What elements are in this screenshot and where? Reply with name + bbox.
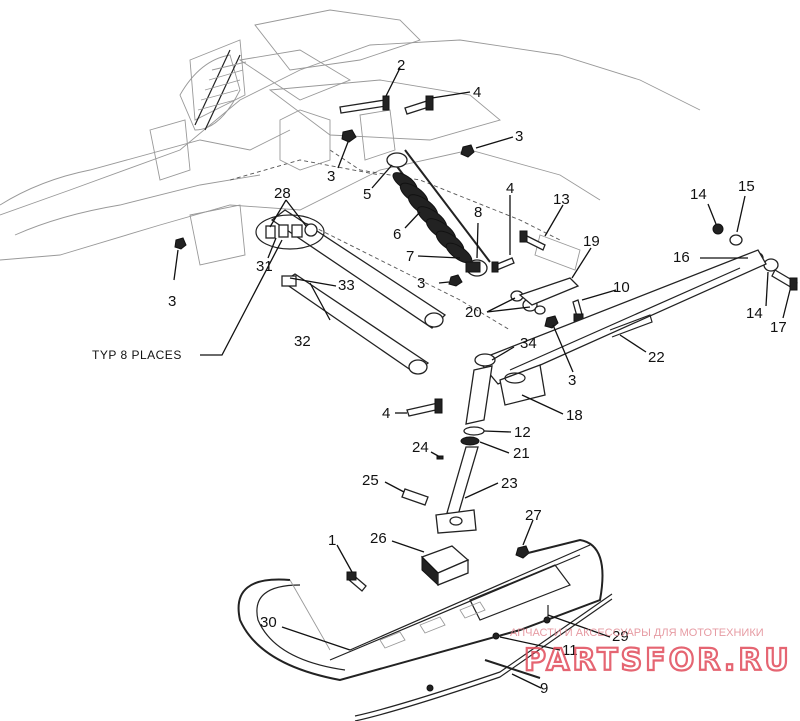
callout-32: 32 <box>294 333 311 350</box>
callout-18: 18 <box>566 407 583 424</box>
callout-3: 3 <box>515 128 523 145</box>
callout-4: 4 <box>473 84 481 101</box>
callout-31: 31 <box>256 258 273 275</box>
torque-arm-upper <box>270 209 447 329</box>
callout-7: 7 <box>406 248 414 265</box>
rear-shock <box>194 49 247 131</box>
hardware <box>174 95 798 592</box>
callout-22: 22 <box>648 349 665 366</box>
callout-23: 23 <box>501 475 518 492</box>
callout-1: 1 <box>328 532 336 549</box>
callout-30: 30 <box>260 614 277 631</box>
callout-34: 34 <box>520 335 537 352</box>
callout-26: 26 <box>370 530 387 547</box>
callout-10: 10 <box>613 279 630 296</box>
callout-6: 6 <box>393 226 401 243</box>
watermark: АПЧАСТИ И АКСЕССУАРЫ ДЛЯ МОТОТЕХНИКИ PAR… <box>510 627 792 679</box>
watermark-logo: PARTSFOR.RU <box>524 643 792 678</box>
watermark-tagline: АПЧАСТИ И АКСЕССУАРЫ ДЛЯ МОТОТЕХНИКИ <box>510 627 764 639</box>
callout-19: 19 <box>583 233 600 250</box>
shock-absorber <box>386 149 491 277</box>
leader-lines <box>173 67 791 689</box>
callout-3: 3 <box>168 293 176 310</box>
callout-15: 15 <box>738 178 755 195</box>
callout-14: 14 <box>746 305 763 322</box>
callout-2: 2 <box>397 57 405 74</box>
callout-11: 11 <box>562 642 578 659</box>
callout-3: 3 <box>327 168 335 185</box>
callout-4: 4 <box>506 180 514 197</box>
callout-13: 13 <box>553 191 570 208</box>
ski-saddle <box>420 545 470 587</box>
callout-16: 16 <box>673 249 690 266</box>
callout-20: 20 <box>465 304 482 321</box>
callout-12: 12 <box>514 424 531 441</box>
callout-21: 21 <box>513 445 530 462</box>
callouts: 2 4 3 3 5 6 7 8 4 13 3 14 15 16 14 17 10… <box>92 57 787 697</box>
trailing-arm <box>476 249 767 406</box>
callout-14: 14 <box>690 186 707 203</box>
callout-3: 3 <box>417 275 425 292</box>
callout-8: 8 <box>474 204 482 221</box>
callout-4: 4 <box>382 405 390 422</box>
spindle <box>435 353 496 534</box>
typ-note: TYP 8 PLACES <box>92 348 182 362</box>
callout-33: 33 <box>338 277 355 294</box>
shock-spring-coils <box>392 172 473 264</box>
callout-24: 24 <box>412 439 429 456</box>
callout-27: 27 <box>525 507 542 524</box>
callout-25: 25 <box>362 472 379 489</box>
callout-3: 3 <box>568 372 576 389</box>
callout-17: 17 <box>770 319 787 336</box>
ski <box>237 538 613 721</box>
callout-9: 9 <box>540 680 548 697</box>
callout-5: 5 <box>363 186 371 203</box>
callout-29: 29 <box>612 628 629 645</box>
callout-28: 28 <box>274 185 291 202</box>
